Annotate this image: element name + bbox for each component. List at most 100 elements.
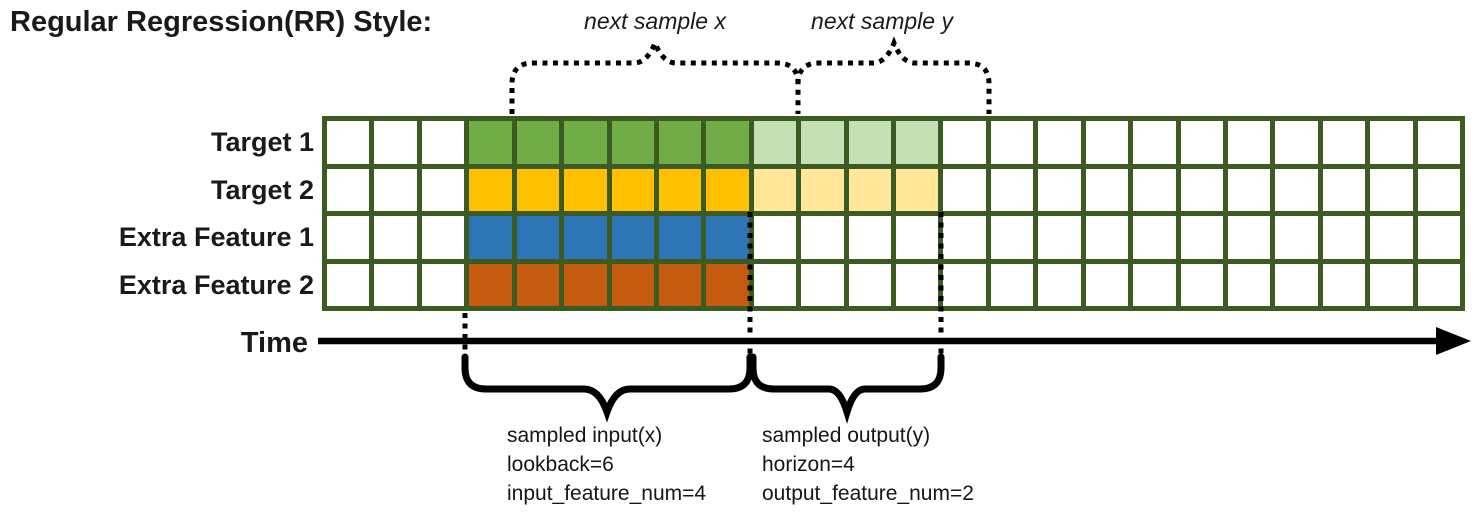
grid-cell	[1133, 168, 1176, 211]
grid-cell	[469, 168, 512, 211]
grid-cell	[801, 168, 844, 211]
next-sample-x-label: next sample x	[584, 8, 726, 34]
grid-cell	[1417, 263, 1460, 306]
grid-cell	[1180, 263, 1223, 306]
diagram-title: Regular Regression(RR) Style:	[10, 6, 433, 38]
grid-cell	[516, 263, 560, 306]
grid-cell	[1133, 216, 1176, 259]
sampled-output-annotation: sampled output(y) horizon=4 output_featu…	[762, 421, 974, 508]
grid-cell	[801, 121, 844, 164]
grid-cell	[706, 263, 749, 306]
next-sample-x-brace	[509, 36, 801, 114]
input-feature-num-line: input_feature_num=4	[507, 482, 707, 505]
grid-cell	[516, 168, 560, 211]
grid-cell	[1417, 168, 1460, 211]
grid-cell	[1275, 121, 1318, 164]
grid-cell	[374, 263, 417, 306]
grid-cell	[706, 216, 749, 259]
grid-cell	[943, 168, 986, 211]
grid-cell	[611, 121, 654, 164]
grid-cell	[1133, 121, 1176, 164]
grid-cell	[1275, 263, 1318, 306]
grid-cell	[1370, 121, 1413, 164]
grid-cell	[1322, 216, 1366, 259]
row-label-target-1: Target 1	[210, 127, 314, 157]
grid-cell	[1322, 263, 1366, 306]
grid-cell	[1370, 263, 1413, 306]
sampled-output-brace	[749, 353, 945, 425]
grid-cell	[469, 263, 512, 306]
grid-cell	[1322, 168, 1366, 211]
grid-cell	[990, 263, 1034, 306]
grid-cell	[564, 168, 607, 211]
grid-cell	[469, 121, 512, 164]
grid-cell	[753, 216, 797, 259]
time-axis-label: Time	[240, 327, 308, 359]
sampled-input-annotation: sampled input(x) lookback=6 input_featur…	[507, 421, 706, 508]
lookback-line: lookback=6	[507, 453, 614, 476]
row-label-target-2: Target 2	[210, 175, 314, 205]
grid-cell	[1085, 263, 1129, 306]
row-label-extra-feature-2: Extra Feature 2	[118, 270, 314, 300]
grid-cell	[1085, 121, 1129, 164]
grid-cell	[943, 216, 986, 259]
grid-cell	[1417, 121, 1460, 164]
grid-cell	[421, 121, 465, 164]
grid-cell	[1180, 216, 1223, 259]
grid-cell	[1038, 263, 1081, 306]
grid-cell	[327, 263, 370, 306]
grid-cell	[1370, 216, 1413, 259]
sampled-input-brace	[461, 353, 754, 423]
grid-cell	[421, 263, 465, 306]
grid-cell	[943, 121, 986, 164]
sampled-input-line: sampled input(x)	[507, 424, 663, 447]
row-label-extra-feature-1: Extra Feature 1	[118, 222, 314, 252]
sampled-output-line: sampled output(y)	[762, 424, 931, 447]
grid-cell	[1085, 216, 1129, 259]
grid-cell	[421, 168, 465, 211]
grid-cell	[658, 263, 702, 306]
grid-cell	[1180, 168, 1223, 211]
grid-cell	[1227, 263, 1271, 306]
grid-cell	[990, 121, 1034, 164]
grid-cell	[1227, 168, 1271, 211]
grid-cell	[753, 168, 797, 211]
grid-cell	[611, 168, 654, 211]
grid-cell	[658, 168, 702, 211]
grid-cell	[706, 168, 749, 211]
grid-cell	[896, 216, 939, 259]
grid-cell	[564, 121, 607, 164]
grid-cell	[1275, 216, 1318, 259]
grid-cell	[801, 263, 844, 306]
grid-cell	[801, 216, 844, 259]
grid-cell	[706, 121, 749, 164]
grid-cell	[896, 168, 939, 211]
grid-cell	[848, 168, 891, 211]
grid-cell	[327, 168, 370, 211]
grid-cell	[848, 216, 891, 259]
grid-cell	[1038, 121, 1081, 164]
grid-cell	[374, 168, 417, 211]
grid-cell	[374, 121, 417, 164]
sample-grid	[322, 116, 1465, 311]
grid-cell	[896, 121, 939, 164]
time-arrowhead	[1436, 327, 1471, 355]
grid-cell	[516, 216, 560, 259]
grid-cell	[658, 121, 702, 164]
grid-cell	[564, 216, 607, 259]
grid-cell	[469, 216, 512, 259]
grid-cell	[1322, 121, 1366, 164]
grid-cell	[848, 263, 891, 306]
grid-cell	[1038, 216, 1081, 259]
horizon-line: horizon=4	[762, 453, 855, 476]
grid-cell	[327, 121, 370, 164]
grid-cell	[421, 216, 465, 259]
grid-cell	[327, 216, 370, 259]
grid-cell	[990, 216, 1034, 259]
grid-cell	[896, 263, 939, 306]
grid-cell	[1227, 216, 1271, 259]
grid-cell	[848, 121, 891, 164]
grid-cell	[1038, 168, 1081, 211]
grid-cell	[611, 216, 654, 259]
